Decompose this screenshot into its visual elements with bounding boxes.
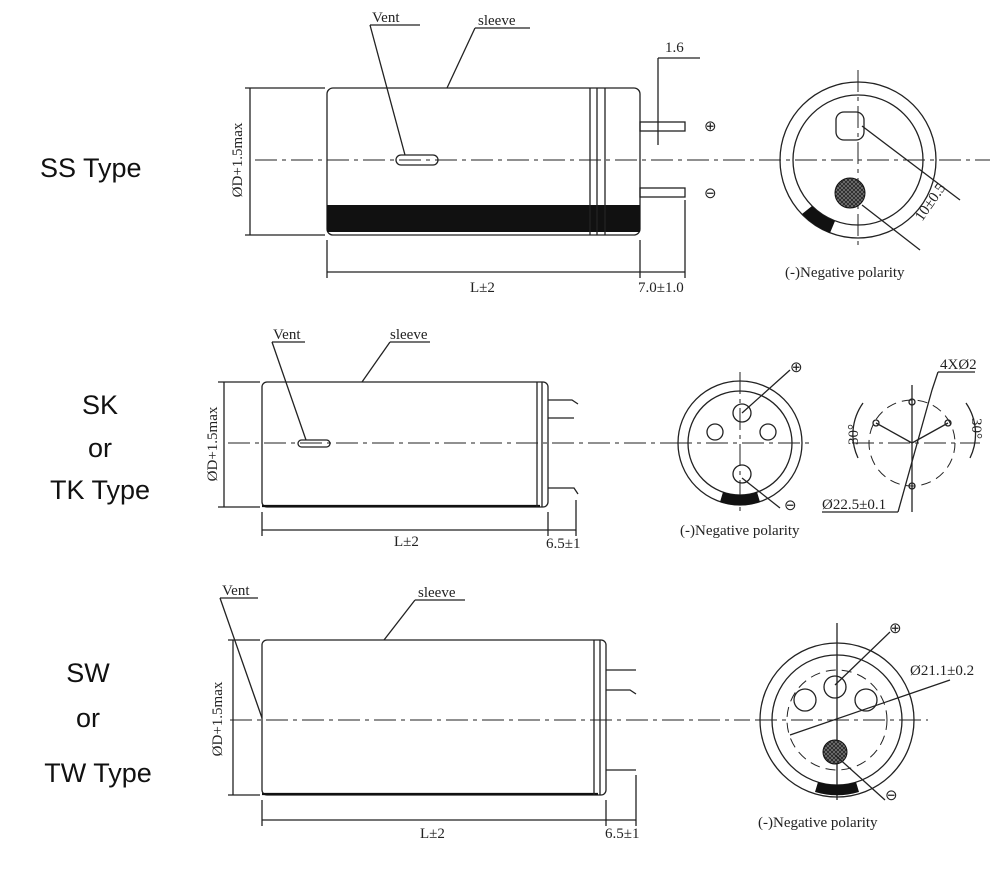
minus-terminal-end [834, 177, 866, 209]
angle-left: 30° [846, 424, 862, 445]
plus-terminal-end [732, 403, 752, 423]
vent-label: Vent [222, 583, 250, 599]
plus-sign: ⊕ [704, 119, 717, 135]
polarity-note: (-)Negative polarity [758, 815, 878, 831]
side-view: ØD+1.5max Vent sleeve L±2 6.5±1 [205, 327, 680, 552]
plus-terminal-end [835, 111, 865, 141]
length-dim: L±2 [394, 534, 419, 550]
type-label-line2: or [76, 703, 100, 733]
pitch-dim: 10±0.5 [912, 181, 949, 225]
length-dim: L±2 [420, 826, 445, 842]
mounting-hole-pattern: 4XØ2 Ø22.5±0.1 30° 30° [822, 357, 984, 513]
length-dim: L±2 [470, 280, 495, 296]
polarity-note: (-)Negative polarity [785, 265, 905, 281]
type-label: SS Type [40, 153, 142, 183]
diameter-dim: ØD+1.5max [230, 122, 246, 197]
plus-terminal [639, 121, 686, 132]
sleeve-band [327, 205, 640, 232]
vent-label: Vent [273, 327, 301, 343]
ss-type-section: SS Type ØD+1.5max Vent sleeve 1.6 L±2 7.… [40, 10, 990, 296]
plus-terminal-end [823, 675, 847, 699]
diameter-dim: ØD+1.5max [205, 406, 221, 481]
pin-length-dim: 6.5±1 [605, 826, 639, 842]
angle-right: 30° [968, 418, 984, 439]
minus-sign: ⊖ [704, 186, 717, 202]
holes-dim: 4XØ2 [940, 357, 977, 373]
end-view: ⊕ ⊖ (-)Negative polarity [670, 360, 810, 539]
type-label-line2: or [88, 433, 112, 463]
diameter-dim: ØD+1.5max [210, 681, 226, 756]
end-view: 10±0.5 (-)Negative polarity [779, 70, 961, 281]
sleeve-label: sleeve [390, 327, 428, 343]
minus-sign: ⊖ [885, 788, 898, 804]
polarity-note: (-)Negative polarity [680, 523, 800, 539]
type-label-line3: TW Type [44, 758, 152, 788]
sw-tw-type-section: SW or TW Type ØD+1.5max Vent sleeve L±2 … [44, 583, 974, 842]
sk-tk-type-section: SK or TK Type ØD+1.5max Vent sleeve L±2 … [50, 327, 984, 552]
plus-sign: ⊕ [790, 360, 803, 376]
sleeve-label: sleeve [478, 13, 516, 29]
pin-length-dim: 6.5±1 [546, 536, 580, 552]
sleeve-label: sleeve [418, 585, 456, 601]
vent-label: Vent [372, 10, 400, 26]
pin-width-dim: 1.6 [665, 40, 684, 56]
minus-sign: ⊖ [784, 498, 797, 514]
minus-terminal-end [732, 464, 752, 484]
minus-terminal-end [822, 739, 848, 765]
end-view: ⊕ ⊖ Ø21.1±0.2 (-)Negative polarity [755, 621, 974, 831]
type-label-line1: SW [66, 658, 110, 688]
type-label-line3: TK Type [50, 475, 150, 505]
pin-length-dim: 7.0±1.0 [638, 280, 684, 296]
minus-terminal [639, 187, 686, 198]
side-view: ØD+1.5max Vent sleeve L±2 6.5±1 [210, 583, 750, 842]
vent-mark [395, 154, 439, 166]
side-view: ØD+1.5max Vent sleeve 1.6 L±2 7.0±1.0 ⊕ … [230, 10, 990, 296]
plus-sign: ⊕ [889, 621, 902, 637]
pcd-dim: Ø22.5±0.1 [822, 497, 886, 513]
pcd-dim: Ø21.1±0.2 [910, 663, 974, 679]
type-label-line1: SK [82, 390, 118, 420]
